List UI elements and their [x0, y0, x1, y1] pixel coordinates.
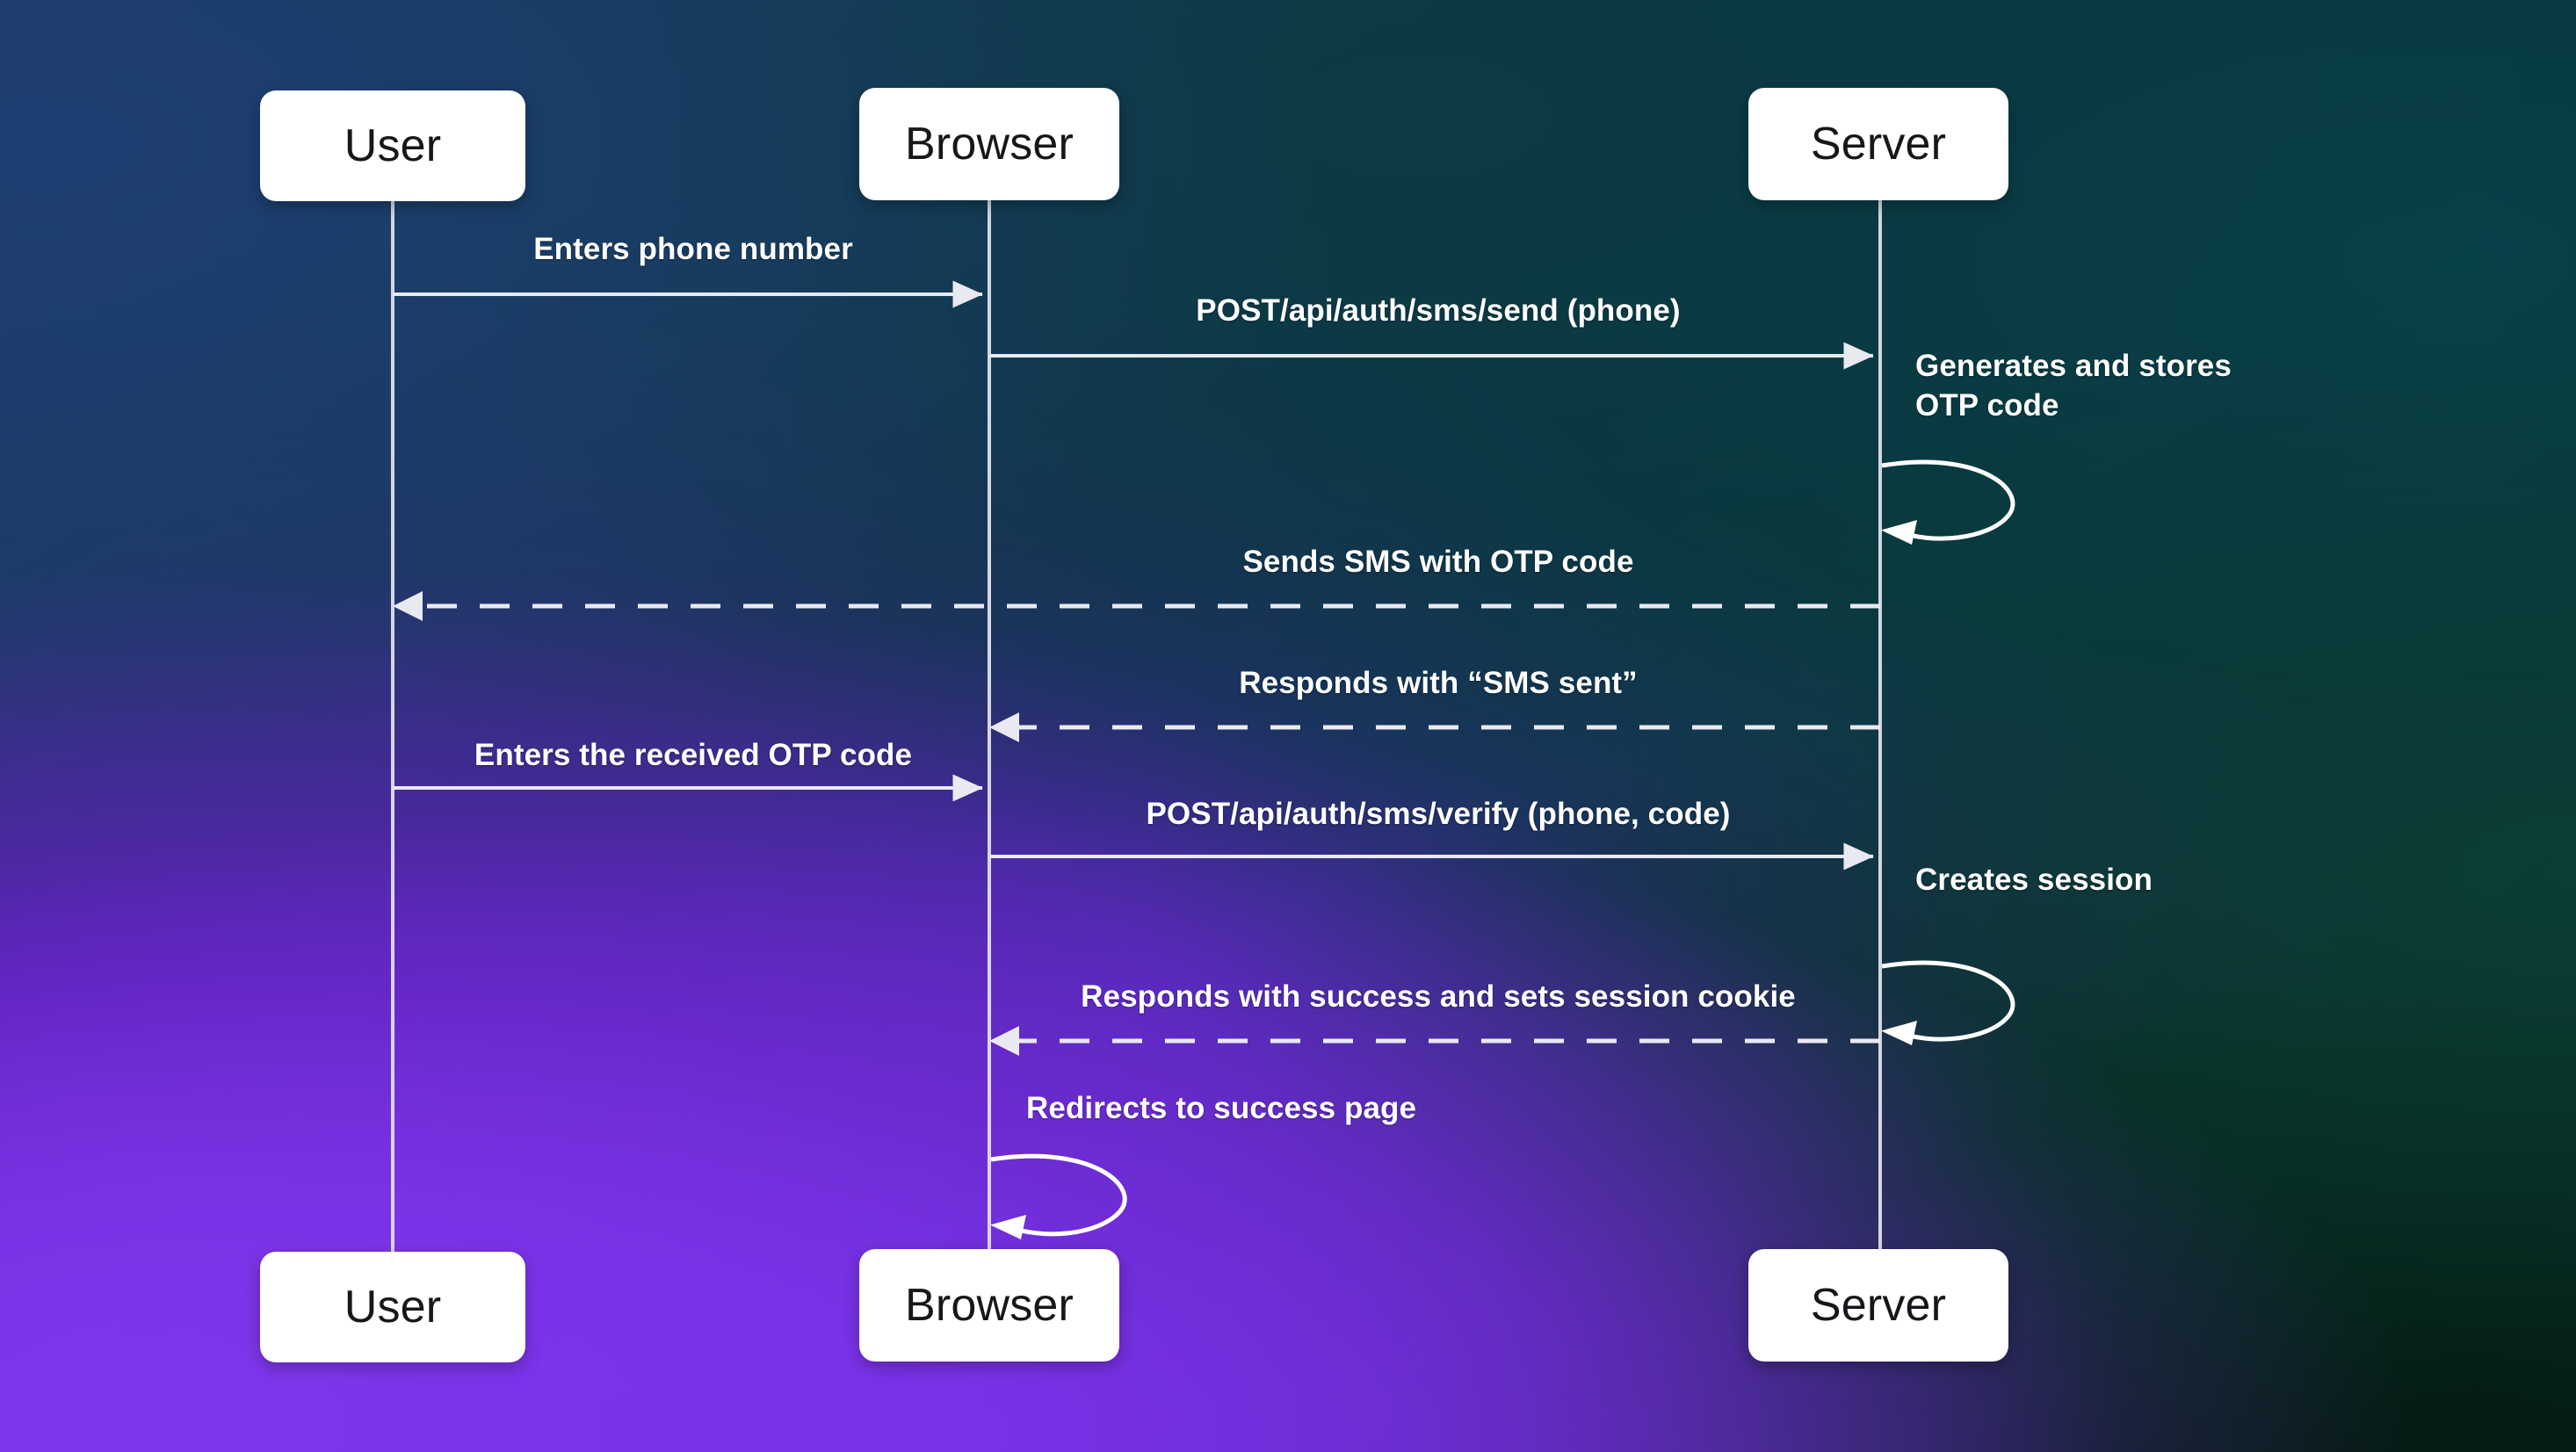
message-label-sends-sms-otp: Sends SMS with OTP code: [1242, 545, 1634, 579]
participant-label-browser-bottom: Browser: [904, 1280, 1075, 1331]
message-label-responds-sms-sent: Responds with “SMS sent”: [1239, 666, 1638, 700]
participant-label-user-top: User: [344, 120, 442, 171]
message-label-enters-otp-code: Enters the received OTP code: [474, 738, 913, 772]
participant-label-browser-top: Browser: [904, 119, 1075, 170]
participant-box-user-bottom[interactable]: User: [260, 1252, 525, 1362]
self-loop-generates-otp: [1881, 459, 2015, 545]
arrowhead-sends-sms-otp: [393, 591, 423, 621]
arrowhead-responds-success-cookie: [989, 1026, 1019, 1056]
participant-label-server-bottom: Server: [1810, 1280, 1947, 1331]
participant-box-server-bottom[interactable]: Server: [1748, 1249, 2008, 1362]
participant-box-browser-top[interactable]: Browser: [859, 88, 1119, 200]
message-label-post-sms-verify: POST/api/auth/sms/verify (phone, code): [1146, 797, 1731, 831]
self-loop-redirects-success: [990, 1153, 1127, 1239]
arrowhead-responds-sms-sent: [989, 712, 1019, 742]
participant-box-server-top[interactable]: Server: [1748, 88, 2008, 200]
self-loop-creates-session: [1881, 960, 2015, 1045]
message-label-responds-success-cookie: Responds with success and sets session c…: [1081, 979, 1796, 1014]
participant-label-server-top: Server: [1810, 119, 1947, 170]
message-label-generates-otp: Generates and stores OTP code: [1915, 349, 2232, 423]
message-label-creates-session: Creates session: [1915, 863, 2153, 897]
message-label-enters-phone-number: Enters phone number: [533, 232, 853, 266]
message-label-redirects-success-page: Redirects to success page: [1026, 1091, 1417, 1125]
participant-label-user-bottom: User: [344, 1282, 442, 1333]
participant-box-browser-bottom[interactable]: Browser: [859, 1249, 1119, 1362]
participant-box-user-top[interactable]: User: [260, 90, 525, 201]
message-label-post-sms-send: POST/api/auth/sms/send (phone): [1196, 293, 1681, 328]
